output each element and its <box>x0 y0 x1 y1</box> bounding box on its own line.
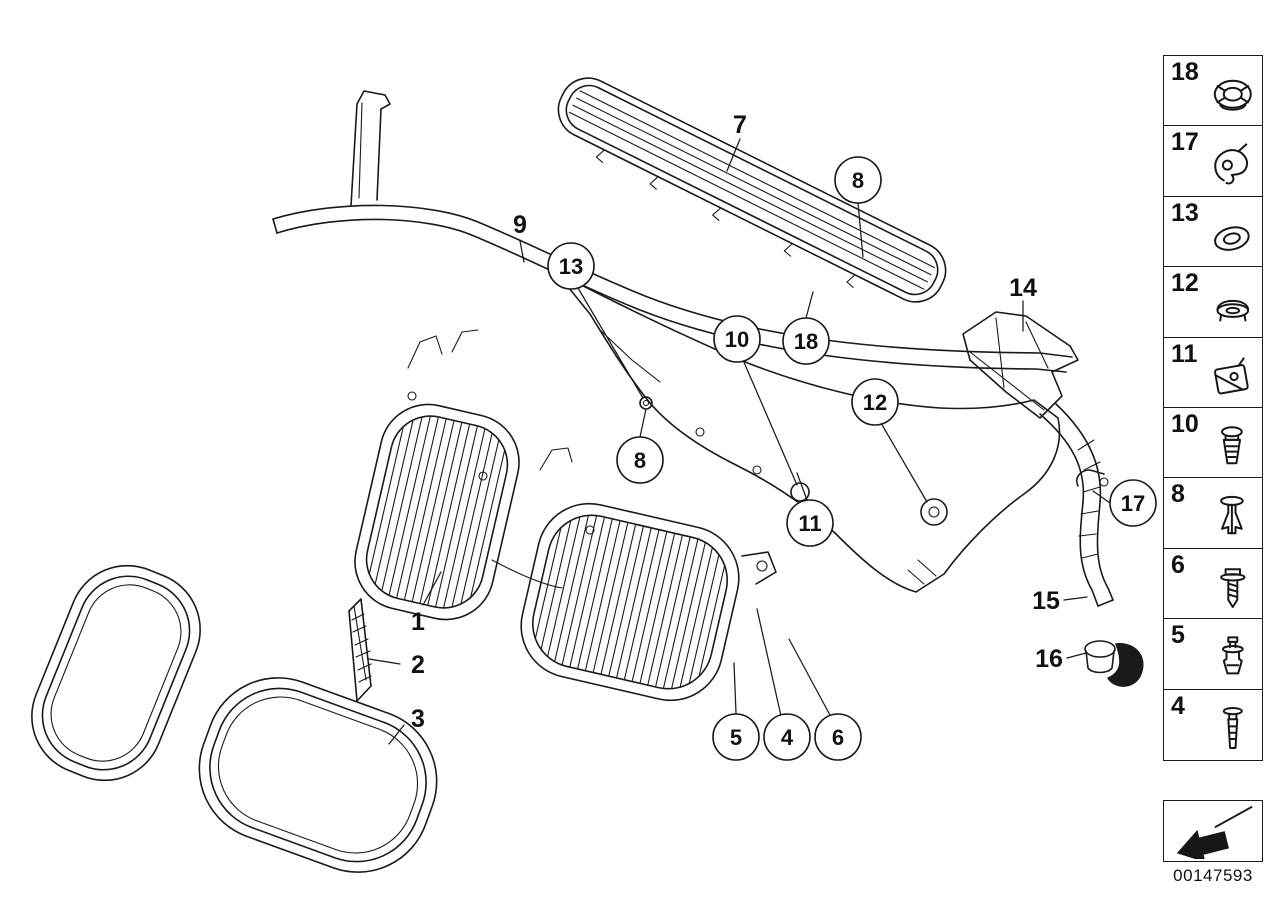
washer-funnel-part <box>962 311 1079 419</box>
spring-clip-icon <box>1214 143 1249 185</box>
legend-item-label: 8 <box>1171 480 1185 509</box>
svg-text:11: 11 <box>798 511 821 536</box>
cap-grommet-icon <box>1213 79 1252 111</box>
kidney-grille-assembly <box>354 329 777 702</box>
label-7[interactable]: 7 <box>733 111 747 139</box>
leader-lines <box>368 138 1111 745</box>
label-9[interactable]: 9 <box>513 211 527 239</box>
legend-item-label: 12 <box>1171 269 1199 298</box>
callout-8-mid[interactable]: 8 <box>616 436 664 484</box>
legend-item-label: 4 <box>1171 691 1185 720</box>
label-16[interactable]: 16 <box>1035 645 1063 673</box>
screw-with-grommet-icon <box>1221 636 1244 675</box>
label-14[interactable]: 14 <box>1009 274 1037 302</box>
washer-icon <box>1214 226 1250 251</box>
blind-rivet-icon <box>1222 706 1243 749</box>
hose-clip-part <box>1075 469 1109 487</box>
cowl-panel-part <box>555 271 1061 593</box>
legend-item-label: 17 <box>1171 128 1199 157</box>
legend-item-label: 13 <box>1171 198 1199 227</box>
callout-8-top[interactable]: 8 <box>834 156 882 204</box>
slat-grille-part <box>557 77 947 303</box>
legend-item-12[interactable]: 12 <box>1163 266 1263 339</box>
legend-item-label: 18 <box>1171 58 1199 86</box>
callout-17[interactable]: 17 <box>1109 479 1157 527</box>
callout-4[interactable]: 4 <box>763 713 811 761</box>
trim-sliver-part <box>348 598 372 702</box>
screw-icon <box>1220 568 1246 608</box>
callout-11[interactable]: 11 <box>786 499 834 547</box>
grommet-part <box>1084 640 1144 687</box>
legend-item-18[interactable]: 18 <box>1163 55 1263 127</box>
legend-item-6[interactable]: 6 <box>1163 547 1263 620</box>
legend-item-4[interactable]: 4 <box>1163 688 1263 761</box>
svg-text:13: 13 <box>559 254 583 279</box>
legend-item-10[interactable]: 10 <box>1163 407 1263 480</box>
legend-sidebar: 18 17 13 <box>1163 55 1263 761</box>
callout-18[interactable]: 18 <box>782 317 830 365</box>
sheet-metal-clip-icon <box>1214 357 1249 395</box>
legend-item-17[interactable]: 17 <box>1163 125 1263 198</box>
label-15[interactable]: 15 <box>1032 587 1060 615</box>
legend-item-8[interactable]: 8 <box>1163 477 1263 550</box>
svg-text:6: 6 <box>832 725 844 750</box>
back-arrow-icon <box>1176 805 1253 859</box>
legend-item-label: 10 <box>1171 410 1199 439</box>
label-2[interactable]: 2 <box>411 651 425 679</box>
callout-13[interactable]: 13 <box>547 242 595 290</box>
upper-trim-part <box>272 90 1073 410</box>
kidney-frame-upper <box>31 564 201 782</box>
expanding-rivet-icon <box>1221 426 1243 465</box>
callout-12[interactable]: 12 <box>851 378 899 426</box>
svg-text:12: 12 <box>863 390 887 415</box>
legend-item-label: 11 <box>1171 339 1198 368</box>
back-arrow-box[interactable] <box>1163 800 1263 862</box>
legend-item-11[interactable]: 11 <box>1163 336 1263 409</box>
legend-item-label: 6 <box>1171 550 1185 579</box>
svg-text:8: 8 <box>852 168 864 193</box>
callout-10[interactable]: 10 <box>713 315 761 363</box>
label-3[interactable]: 3 <box>411 705 425 733</box>
plug-grommet-icon <box>1216 300 1250 322</box>
legend-item-13[interactable]: 13 <box>1163 195 1263 268</box>
kidney-frame-lower <box>198 677 438 873</box>
callout-5[interactable]: 5 <box>712 713 760 761</box>
svg-text:4: 4 <box>781 725 794 750</box>
doc-number: 00147593 <box>1173 866 1253 885</box>
svg-text:8: 8 <box>634 448 646 473</box>
callout-6[interactable]: 6 <box>814 713 862 761</box>
legend-item-5[interactable]: 5 <box>1163 618 1263 691</box>
expansion-rivet-icon <box>1220 496 1244 535</box>
label-1[interactable]: 1 <box>411 608 425 636</box>
svg-text:5: 5 <box>730 725 742 750</box>
svg-text:17: 17 <box>1121 491 1145 516</box>
legend-item-label: 5 <box>1171 621 1185 650</box>
svg-text:10: 10 <box>725 327 749 352</box>
washer-hose-part <box>1039 403 1114 607</box>
svg-text:18: 18 <box>794 329 818 354</box>
